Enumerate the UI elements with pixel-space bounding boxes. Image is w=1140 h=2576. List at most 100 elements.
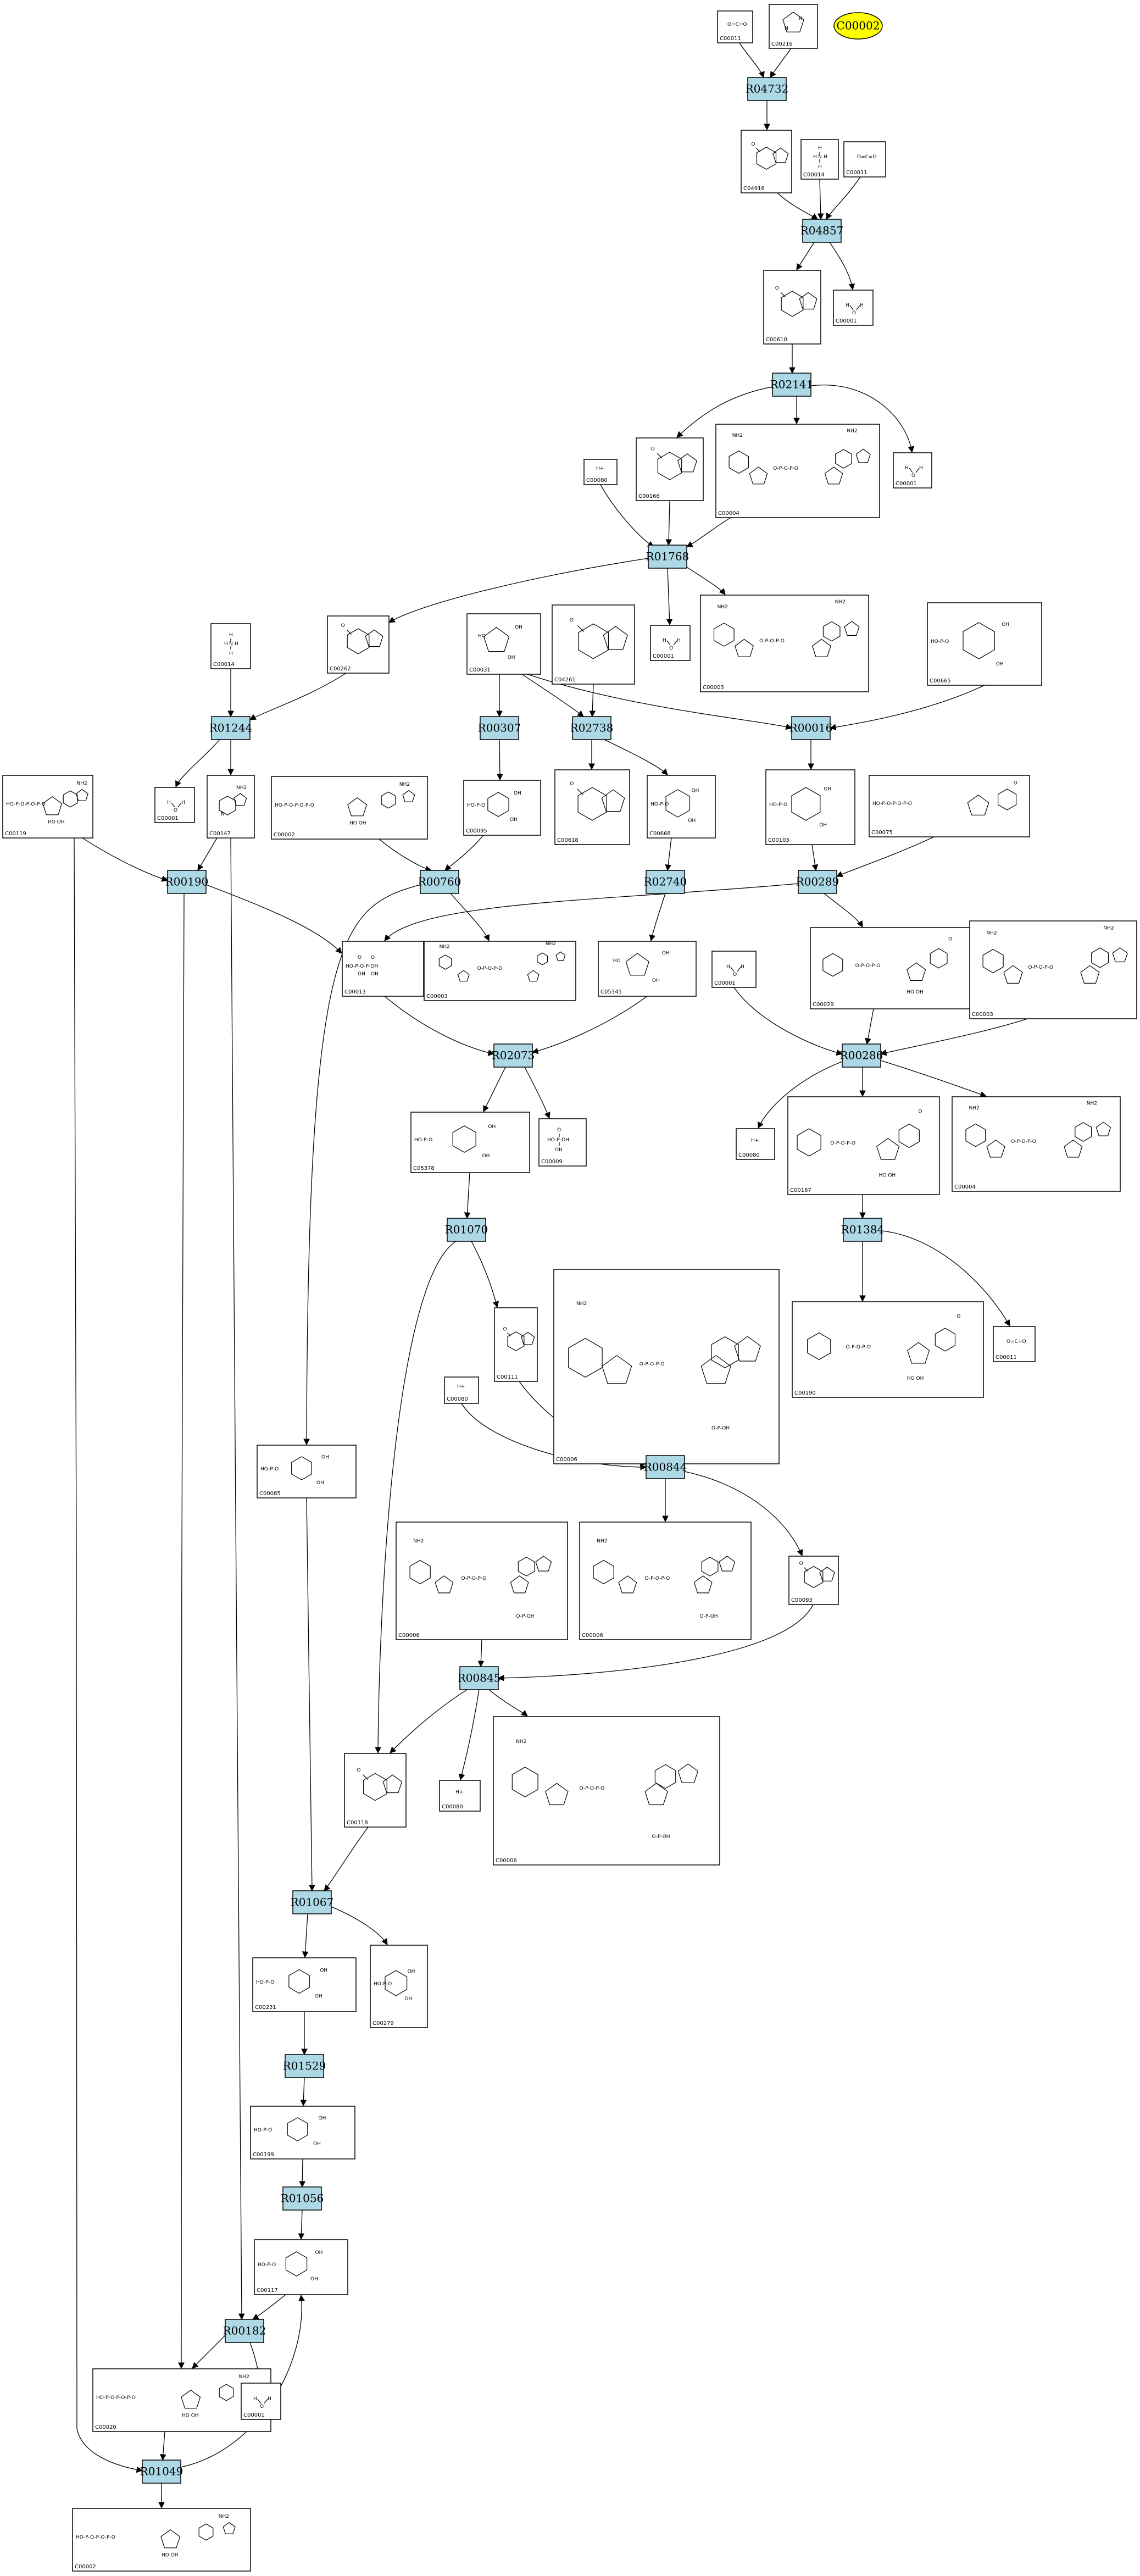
reaction-node[interactable]: R01529 <box>283 2054 326 2078</box>
reaction-node[interactable]: R01067 <box>291 1890 334 1914</box>
svg-text:NH2: NH2 <box>732 433 743 438</box>
reaction-node[interactable]: R00307 <box>478 716 521 740</box>
reaction-node[interactable]: R01384 <box>841 1218 885 1242</box>
reaction-node[interactable]: R00190 <box>165 870 209 894</box>
compound-label: C00199 <box>253 2152 274 2158</box>
compound-node[interactable]: H+C00080 <box>439 1780 481 1812</box>
svg-text:OH: OH <box>510 817 518 823</box>
svg-text:OH: OH <box>358 971 365 977</box>
edge-R01768-c13 <box>686 567 726 595</box>
reaction-node[interactable]: R02073 <box>492 1043 535 1068</box>
svg-text:OH: OH <box>408 1969 415 1974</box>
reaction-node[interactable]: R02141 <box>770 373 814 397</box>
structure-glyph: HOH <box>663 638 681 651</box>
reaction-label: R00307 <box>478 721 521 735</box>
reaction-node[interactable]: R01070 <box>445 1218 488 1242</box>
reaction-node[interactable]: R01768 <box>646 545 689 569</box>
svg-text:H: H <box>818 146 822 151</box>
svg-text:O=C=O: O=C=O <box>857 154 877 160</box>
reaction-node[interactable]: R02740 <box>644 870 687 894</box>
compound-label: C00014 <box>803 172 825 178</box>
compound-label: C00080 <box>586 478 608 484</box>
edge-c10-R01768 <box>665 500 672 546</box>
highlight-node[interactable]: C00002 <box>833 12 883 40</box>
reaction-node[interactable]: R02738 <box>570 716 614 740</box>
reaction-node[interactable]: R01244 <box>209 716 253 740</box>
reaction-node[interactable]: R04857 <box>800 219 844 243</box>
svg-text:OH: OH <box>555 1147 563 1153</box>
compound-node[interactable]: H+C00080 <box>444 1376 479 1404</box>
compound-label: C00080 <box>442 1804 463 1810</box>
reaction-node[interactable]: R00844 <box>644 1455 687 1479</box>
reaction-node[interactable]: R00016 <box>789 716 833 740</box>
svg-text:HO-P-O: HO-P-O <box>931 639 949 645</box>
compound-node[interactable]: H+C00080 <box>583 459 618 485</box>
compound-node[interactable]: H+C00080 <box>736 1128 775 1160</box>
reaction-node[interactable]: R01056 <box>281 2186 324 2211</box>
reaction-node[interactable]: R00286 <box>840 1043 883 1068</box>
reaction-node[interactable]: R00845 <box>458 1666 501 1690</box>
reaction-node[interactable]: R04732 <box>746 77 789 101</box>
reaction-node[interactable]: R00760 <box>418 870 461 894</box>
reaction-node[interactable]: R01049 <box>140 2460 183 2484</box>
svg-text:OH: OH <box>996 662 1004 667</box>
svg-text:HO-P-O: HO-P-O <box>769 802 787 808</box>
reaction-node[interactable]: R00289 <box>796 870 839 894</box>
reaction-node[interactable]: R00182 <box>223 2319 266 2343</box>
